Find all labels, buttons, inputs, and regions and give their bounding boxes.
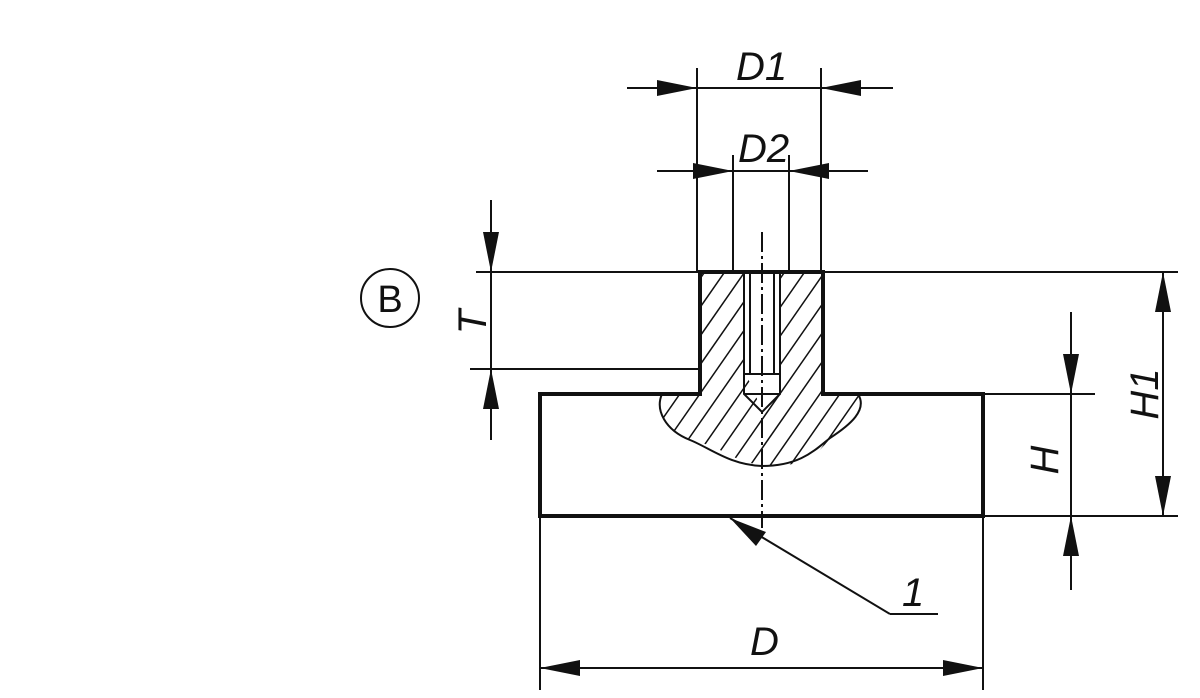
label-h1: H1 <box>1123 368 1167 419</box>
label-h: H <box>1023 445 1067 474</box>
extension-lines <box>470 68 1178 690</box>
label-d1: D1 <box>736 45 787 89</box>
break-line <box>658 393 862 468</box>
label-d: D <box>750 620 779 664</box>
section-hatching <box>657 272 863 467</box>
view-marker-b: B <box>360 268 420 328</box>
callout-1: 1 <box>729 517 938 615</box>
dimension-d1: D1 <box>627 45 893 96</box>
dimension-d2: D2 <box>657 127 868 179</box>
callout-1-label: 1 <box>902 571 924 615</box>
part-outline <box>538 232 985 528</box>
dimension-h1: H1 <box>1123 272 1171 516</box>
dimension-h: H <box>1023 312 1079 590</box>
label-t: T <box>451 307 495 334</box>
view-marker-letter: B <box>377 279 402 321</box>
dimension-t: T <box>451 200 499 440</box>
label-d2: D2 <box>738 127 789 171</box>
dimension-d: D <box>540 620 983 676</box>
